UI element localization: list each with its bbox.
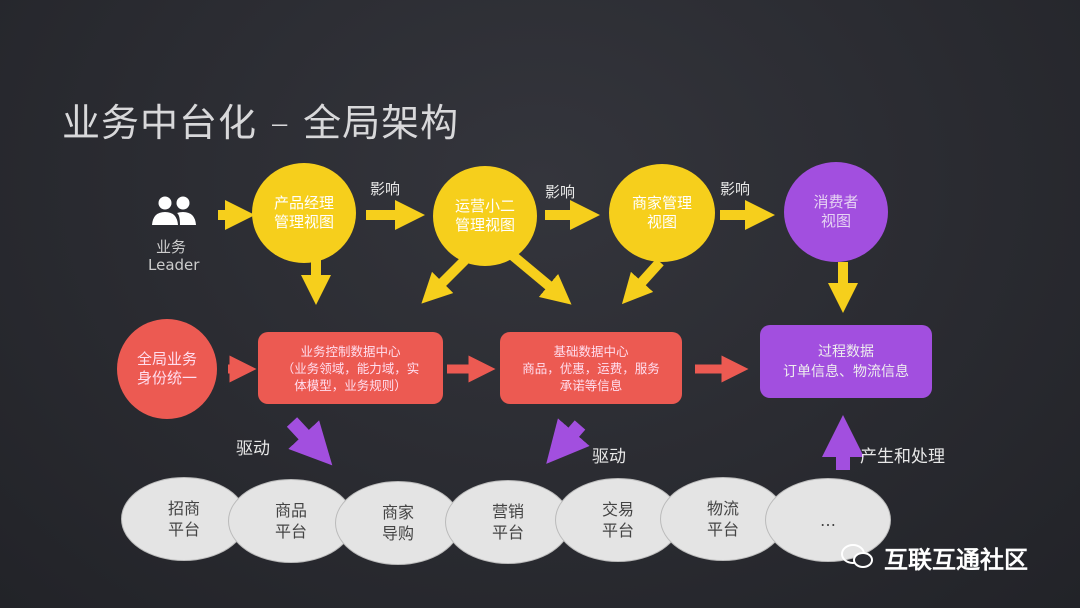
platform-marketing: 营销 平台 <box>445 480 571 564</box>
watermark-text: 互联互通社区 <box>884 546 1028 574</box>
process-data-box: 过程数据 订单信息、物流信息 <box>760 325 932 398</box>
platform-merchant-guide: 商家 导购 <box>335 481 461 565</box>
platform-trade: 交易 平台 <box>555 478 681 562</box>
drive-label-2: 驱动 <box>592 447 626 467</box>
base-data-center: 基础数据中心 商品，优惠，运费，服务 承诺等信息 <box>500 332 682 404</box>
leader-label-1: 业务 <box>156 238 187 256</box>
produce-label: 产生和处理 <box>860 447 945 467</box>
yellow-arrows <box>218 200 858 313</box>
product-manager-view: 产品经理 管理视图 <box>252 163 356 263</box>
drive-label-1: 驱动 <box>236 439 270 459</box>
leader-label-2: Leader <box>148 256 200 274</box>
influence-label-1: 影响 <box>370 180 401 198</box>
platform-recruit: 招商 平台 <box>121 477 247 561</box>
wechat-icon <box>840 542 876 574</box>
platform-more: … <box>765 478 891 562</box>
influence-label-2: 影响 <box>545 183 576 201</box>
global-identity-circle: 全局业务 身份统一 <box>117 319 217 419</box>
consumer-view: 消费者 视图 <box>784 162 888 262</box>
operations-view: 运营小二 管理视图 <box>433 166 537 266</box>
slide-title: 业务中台化 – 全局架构 <box>62 101 460 145</box>
influence-label-3: 影响 <box>720 180 751 198</box>
platform-goods: 商品 平台 <box>228 479 354 563</box>
merchant-view: 商家管理 视图 <box>609 164 715 262</box>
purple-arrows <box>286 415 864 470</box>
users-icon <box>150 195 198 231</box>
business-control-data-center: 业务控制数据中心 （业务领域，能力域，实 体模型，业务规则） <box>258 332 443 404</box>
